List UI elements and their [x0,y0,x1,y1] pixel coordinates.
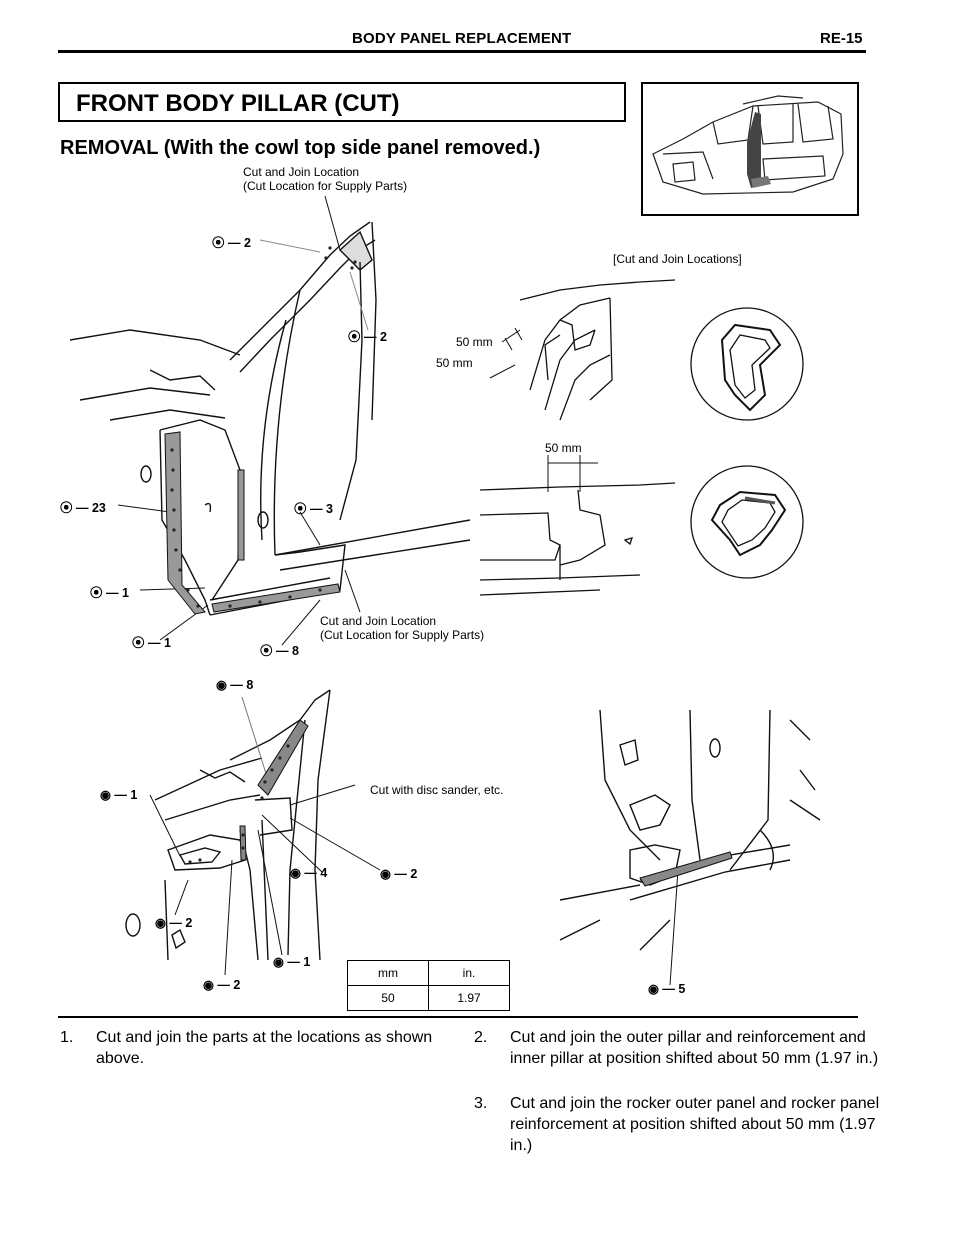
weld-callout: ◉ — 2 [203,978,241,992]
spec-value-mm: 50 [347,985,429,1011]
title-box: FRONT BODY PILLAR (CUT) [58,82,626,122]
header-rule [58,50,866,53]
step-3: 3. Cut and join the rocker outer panel a… [474,1095,880,1154]
weld-callout: ⦿ — 23 [60,501,106,515]
lower-weld-flange [239,719,309,861]
weld-callout: ◉ — 1 [273,955,311,969]
lower-outer-view [559,709,821,986]
spot-weld-icon: ⦿ [348,330,361,344]
weld-callout: ◉ — 1 [100,788,138,802]
header-section-title: BODY PANEL REPLACEMENT [352,30,572,47]
spot-weld-icon: ⦿ [260,644,273,658]
weld-callout: ◉ — 8 [216,678,254,692]
spot-weld-icon: ⦿ [90,586,103,600]
plug-weld-icon: ◉ [155,916,166,930]
spec-table-row: 50 1.97 [347,985,510,1011]
weld-callout: ◉ — 5 [648,982,686,996]
label-cut-disc-sander: Cut with disc sander, etc. [370,783,504,797]
plug-weld-icon: ◉ [203,978,214,992]
label-dim-a: 50 mm [456,335,493,349]
spec-value-in: 1.97 [428,985,510,1011]
plug-weld-icon: ◉ [216,678,227,692]
plug-weld-icon: ◉ [290,866,301,880]
spec-table: mm in. 50 1.97 [347,960,510,1011]
header-page-number: RE-15 [820,30,863,47]
weld-callout: ⦿ — 2 [212,236,251,250]
label-cut-join-top: Cut and Join Location (Cut Location for … [243,165,408,193]
step-1: 1. Cut and join the parts at the locatio… [60,1029,433,1067]
plug-weld-icon: ◉ [100,788,111,802]
spot-weld-icon: ⦿ [60,501,73,515]
page-title: FRONT BODY PILLAR (CUT) [76,90,400,117]
upper-pillar-view [69,195,471,646]
vehicle-thumbnail [641,82,859,216]
weld-callout: ◉ — 2 [155,916,193,930]
weld-callout: ⦿ — 8 [260,644,299,658]
plug-weld-icon: ◉ [380,867,391,881]
spec-table-header-row: mm in. [347,960,510,986]
plug-weld-icon: ◉ [273,955,284,969]
spot-weld-icon: ⦿ [212,236,225,250]
lower-inner-view [125,689,381,976]
label-dim-b: 50 mm [436,356,473,370]
removal-subtitle: REMOVAL (With the cowl top side panel re… [60,137,541,159]
weld-callout: ◉ — 2 [380,867,418,881]
upper-weld-flange [164,431,341,615]
weld-callout: ⦿ — 2 [348,330,387,344]
step-2: 2. Cut and join the outer pillar and rei… [474,1029,879,1067]
label-dim-c: 50 mm [545,441,582,455]
upper-section-bottom [479,455,804,596]
label-cut-join-locations: [Cut and Join Locations] [613,252,742,266]
upper-section-top [489,279,804,421]
spot-weld-icon: ⦿ [132,636,145,650]
label-cut-join-bottom: Cut and Join Location (Cut Location for … [320,614,485,642]
weld-callout: ⦿ — 1 [132,636,171,650]
spec-header-mm: mm [347,960,429,986]
plug-weld-icon: ◉ [648,982,659,996]
spot-weld-icon: ⦿ [294,502,307,516]
section-rule [58,1016,858,1018]
weld-callout: ⦿ — 3 [294,502,333,516]
spec-header-in: in. [428,960,510,986]
vehicle-body-illustration [652,95,844,195]
weld-callout: ◉ — 4 [290,866,328,880]
weld-callout: ⦿ — 1 [90,586,129,600]
